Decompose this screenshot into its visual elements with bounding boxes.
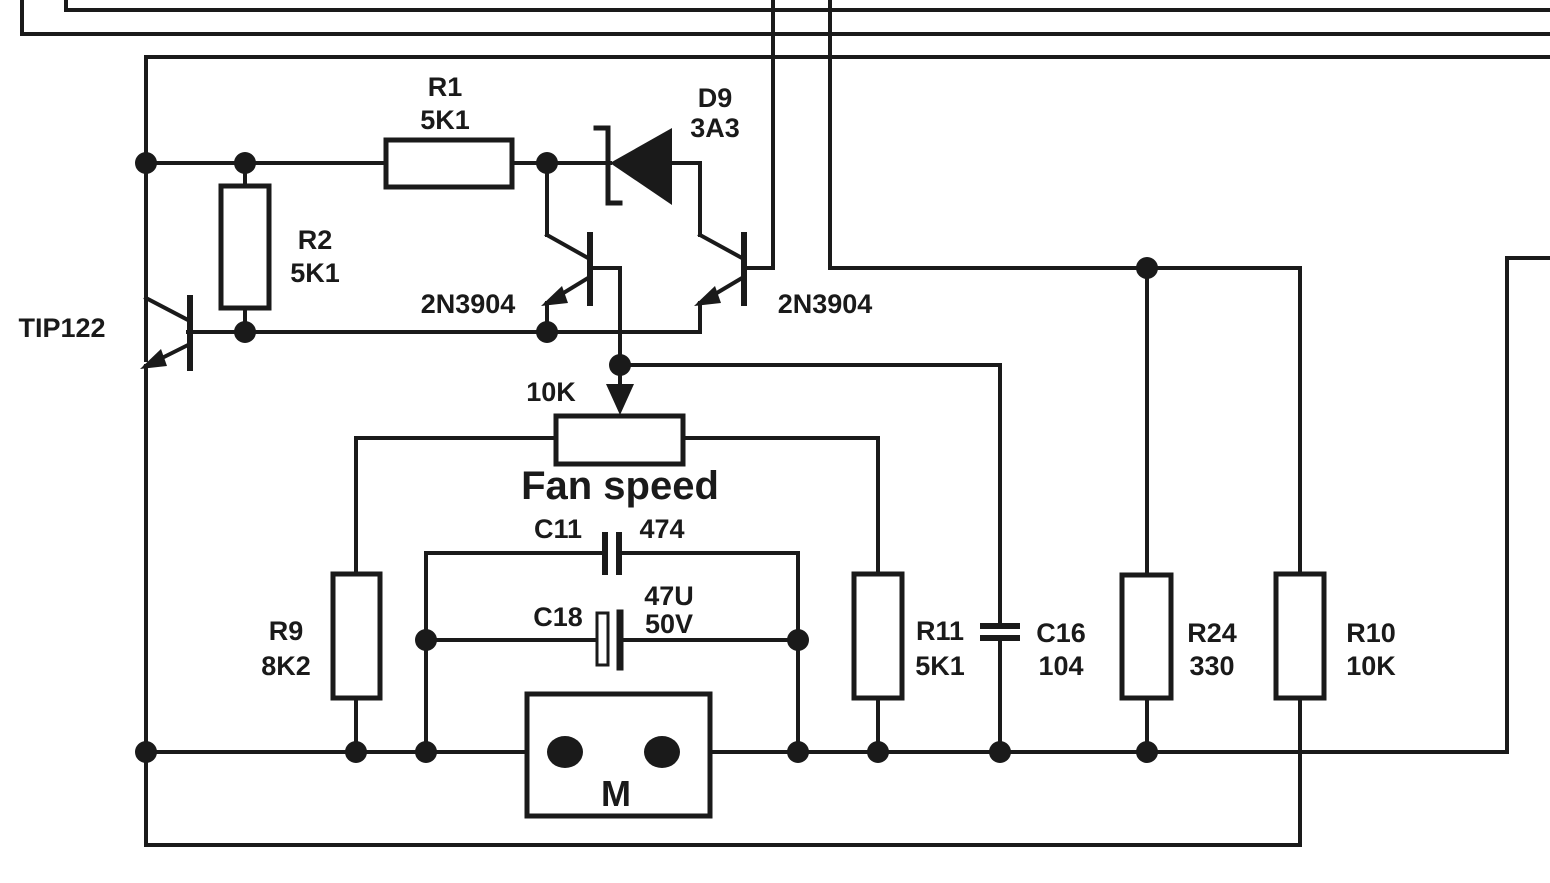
pot-caption-label: Fan speed — [521, 464, 719, 508]
r1-value-label: 5K1 — [420, 105, 470, 135]
r10-name-label: R10 — [1346, 618, 1396, 648]
resistor-r1-body — [383, 137, 515, 190]
diode-d9-symbol — [593, 125, 672, 206]
capacitor-c11-symbol — [602, 532, 622, 575]
r11-name-label: R11 — [916, 616, 964, 646]
resistor-r9-body — [330, 571, 383, 701]
c11-value-label: 474 — [639, 514, 684, 544]
r9-value-label: 8K2 — [261, 651, 311, 681]
q-left-label: 2N3904 — [421, 289, 516, 319]
r24-value-label: 330 — [1189, 651, 1234, 681]
pot-value-label: 10K — [526, 377, 576, 407]
c18-value-1-label: 47U — [644, 581, 694, 611]
circuit-wires — [143, 161, 1550, 847]
c18-value-2-label: 50V — [645, 609, 693, 639]
r2-value-label: 5K1 — [290, 258, 340, 288]
r10-value-label: 10K — [1346, 651, 1396, 681]
q-power-label: TIP122 — [18, 313, 105, 343]
c16-name-label: C16 — [1036, 618, 1086, 648]
d9-name-label: D9 — [698, 83, 733, 113]
potentiometer-body — [553, 413, 686, 467]
c11-name-label: C11 — [534, 514, 582, 544]
resistor-r2-body — [218, 183, 272, 311]
c16-value-label: 104 — [1038, 651, 1083, 681]
c18-name-label: C18 — [533, 602, 583, 632]
junction-dots — [135, 152, 1158, 763]
r11-value-label: 5K1 — [915, 651, 965, 681]
d9-value-label: 3A3 — [690, 113, 740, 143]
r24-name-label: R24 — [1187, 618, 1237, 648]
transistor-2n3904-right-symbol — [694, 232, 747, 306]
component-labels: R1 5K1 D9 3A3 R2 5K1 2N3904 2N3904 TIP12… — [18, 72, 1396, 681]
capacitor-c16-symbol — [980, 623, 1020, 641]
capacitor-c18-symbol — [595, 609, 624, 671]
q-right-label: 2N3904 — [778, 289, 873, 319]
resistor-r11-body — [851, 571, 905, 701]
resistor-r24-body — [1119, 572, 1174, 701]
r1-name-label: R1 — [428, 72, 463, 102]
motor-symbol: M — [524, 691, 713, 819]
pot-wiper-arrow — [606, 384, 634, 415]
transistor-2n3904-left-symbol — [541, 232, 593, 306]
r9-name-label: R9 — [269, 616, 304, 646]
transistor-tip122-symbol — [140, 295, 193, 371]
resistor-r10-body — [1273, 571, 1327, 701]
motor-label: M — [601, 773, 631, 814]
r2-name-label: R2 — [298, 225, 333, 255]
top-bus-wires — [20, 0, 1550, 577]
